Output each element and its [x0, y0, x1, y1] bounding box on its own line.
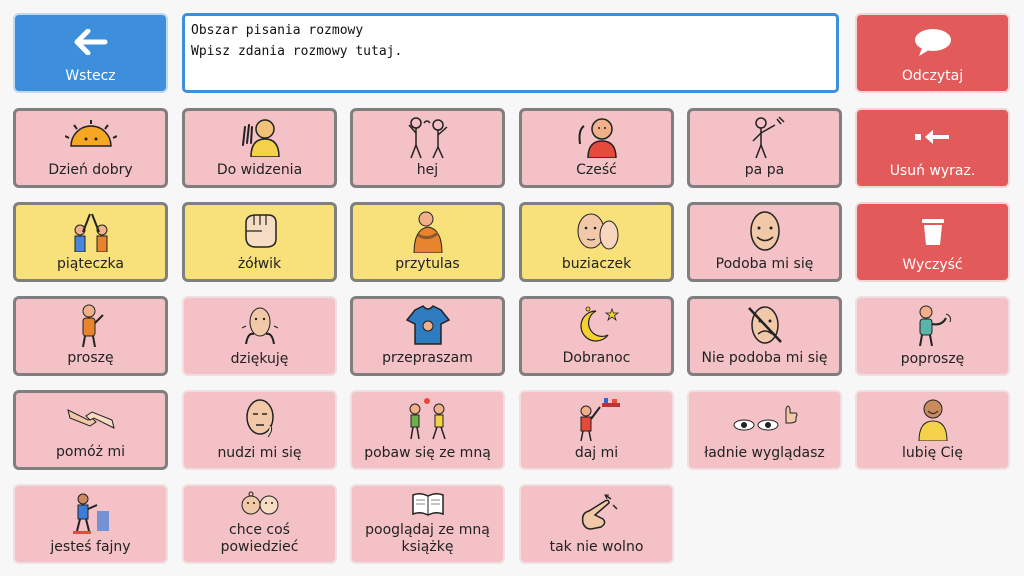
tile-label: jesteś fajny	[50, 539, 131, 555]
request-figure-icon	[910, 304, 956, 346]
kiss-icon	[573, 209, 621, 253]
tile-label: pomóż mi	[56, 444, 125, 460]
tile-label: Podoba mi się	[715, 256, 814, 272]
talking-faces-icon	[238, 491, 282, 517]
text-area-title: Obszar pisania rozmowy	[191, 23, 364, 38]
arrow-left-icon	[74, 28, 108, 55]
tile-label: piąteczka	[57, 256, 124, 272]
clear-label: Wyczyść	[902, 257, 963, 273]
tile-zolwik[interactable]: żółwik	[182, 202, 337, 282]
give-me-figure-icon	[572, 397, 622, 441]
conversation-text-area[interactable]: Obszar pisania rozmowy Wpisz zdania rozm…	[182, 13, 839, 93]
tile-poogladaj-ze-mna-ksiazke[interactable]: pooglądaj ze mną książkę	[350, 484, 505, 564]
back-label: Wstecz	[65, 68, 116, 84]
tile-nudzi-mi-sie[interactable]: nudzi mi się	[182, 390, 337, 470]
tile-dziekuje[interactable]: dziękuję	[182, 296, 337, 376]
tile-label: Cześć	[576, 162, 617, 178]
tile-label: poproszę	[900, 351, 965, 367]
tile-pa-pa[interactable]: pa pa	[687, 108, 842, 188]
tile-label: daj mi	[574, 445, 619, 461]
tile-do-widzenia[interactable]: Do widzenia	[182, 108, 337, 188]
tile-label: tak nie wolno	[549, 539, 644, 555]
hug-icon	[406, 209, 450, 253]
greeting-man-icon	[572, 116, 622, 158]
tile-label: proszę	[67, 350, 114, 366]
hello-figures-icon	[404, 115, 452, 159]
no-finger-icon	[575, 493, 619, 533]
tile-label: pooglądaj ze mną książkę	[365, 522, 490, 555]
read-aloud-button[interactable]: Odczytaj	[855, 13, 1010, 93]
delete-word-button[interactable]: Usuń wyraz.	[855, 108, 1010, 188]
tile-dobranoc[interactable]: Dobranoc	[519, 296, 674, 376]
tile-label: żółwik	[237, 256, 282, 272]
tile-label: chce coś powiedzieć	[220, 522, 299, 555]
tile-piateczka[interactable]: piąteczka	[13, 202, 168, 282]
clear-button[interactable]: Wyczyść	[855, 202, 1010, 282]
smiling-face-icon	[748, 210, 782, 252]
tile-prosze[interactable]: proszę	[13, 296, 168, 376]
tile-czesc[interactable]: Cześć	[519, 108, 674, 188]
open-book-icon	[411, 492, 445, 516]
waving-person-icon	[235, 117, 285, 157]
bye-bye-figure-icon	[743, 115, 787, 159]
back-button[interactable]: Wstecz	[13, 13, 168, 93]
tile-buziaczek[interactable]: buziaczek	[519, 202, 674, 282]
tile-label: przytulas	[395, 256, 460, 272]
thank-you-face-icon	[238, 304, 282, 346]
tile-label: Do widzenia	[216, 162, 303, 178]
tile-pomoz-mi[interactable]: pomóż mi	[13, 390, 168, 470]
tile-ladnie-wygladasz[interactable]: ładnie wyglądasz	[687, 390, 842, 470]
eyes-thumbs-up-icon	[730, 401, 800, 437]
tile-label: nudzi mi się	[217, 445, 302, 461]
tile-label: Dobranoc	[562, 350, 631, 366]
helping-hands-icon	[66, 402, 116, 436]
tile-label: pa pa	[744, 162, 785, 178]
tile-nie-podoba-mi-sie[interactable]: Nie podoba mi się	[687, 296, 842, 376]
dislike-face-icon	[745, 304, 785, 346]
tile-podoba-mi-sie[interactable]: Podoba mi się	[687, 202, 842, 282]
tile-label: hej	[416, 162, 439, 178]
tile-przepraszam[interactable]: przepraszam	[350, 296, 505, 376]
like-you-person-icon	[913, 397, 953, 441]
tile-lubie-cie[interactable]: lubię Cię	[855, 390, 1010, 470]
sorry-shirt-icon	[405, 304, 451, 346]
tile-chce-cos-powiedziec[interactable]: chce coś powiedzieć	[182, 484, 337, 564]
high-five-icon	[66, 210, 116, 252]
tile-label: ładnie wyglądasz	[704, 445, 825, 461]
tile-label: przepraszam	[382, 350, 473, 366]
tile-daj-mi[interactable]: daj mi	[519, 390, 674, 470]
tile-label: Nie podoba mi się	[701, 350, 828, 366]
text-area-placeholder: Wpisz zdania rozmowy tutaj.	[191, 44, 403, 59]
speech-bubble-icon	[913, 27, 953, 57]
tile-label: buziaczek	[561, 256, 632, 272]
tile-hej[interactable]: hej	[350, 108, 505, 188]
tile-poprosze[interactable]: poproszę	[855, 296, 1010, 376]
sun-icon	[64, 119, 117, 154]
tile-dzien-dobry[interactable]: Dzień dobry	[13, 108, 168, 188]
tile-label: Dzień dobry	[48, 162, 133, 178]
bored-face-icon	[240, 397, 280, 441]
fist-bump-icon	[238, 211, 282, 251]
trash-can-icon	[920, 216, 946, 246]
tile-pobaw-sie-ze-mna[interactable]: pobaw się ze mną	[350, 390, 505, 470]
skater-icon	[69, 491, 113, 535]
moon-stars-icon	[574, 305, 620, 345]
tile-label: dziękuję	[230, 351, 289, 367]
tile-label: lubię Cię	[902, 445, 963, 461]
tile-przytulas[interactable]: przytulas	[350, 202, 505, 282]
read-aloud-label: Odczytaj	[901, 68, 964, 84]
please-figure-icon	[71, 303, 111, 347]
playing-kids-icon	[403, 397, 453, 441]
tile-label: pobaw się ze mną	[364, 445, 491, 461]
tile-tak-nie-wolno[interactable]: tak nie wolno	[519, 484, 674, 564]
tile-jestes-fajny[interactable]: jesteś fajny	[13, 484, 168, 564]
backspace-arrow-icon	[913, 127, 953, 147]
delete-word-label: Usuń wyraz.	[889, 163, 976, 179]
